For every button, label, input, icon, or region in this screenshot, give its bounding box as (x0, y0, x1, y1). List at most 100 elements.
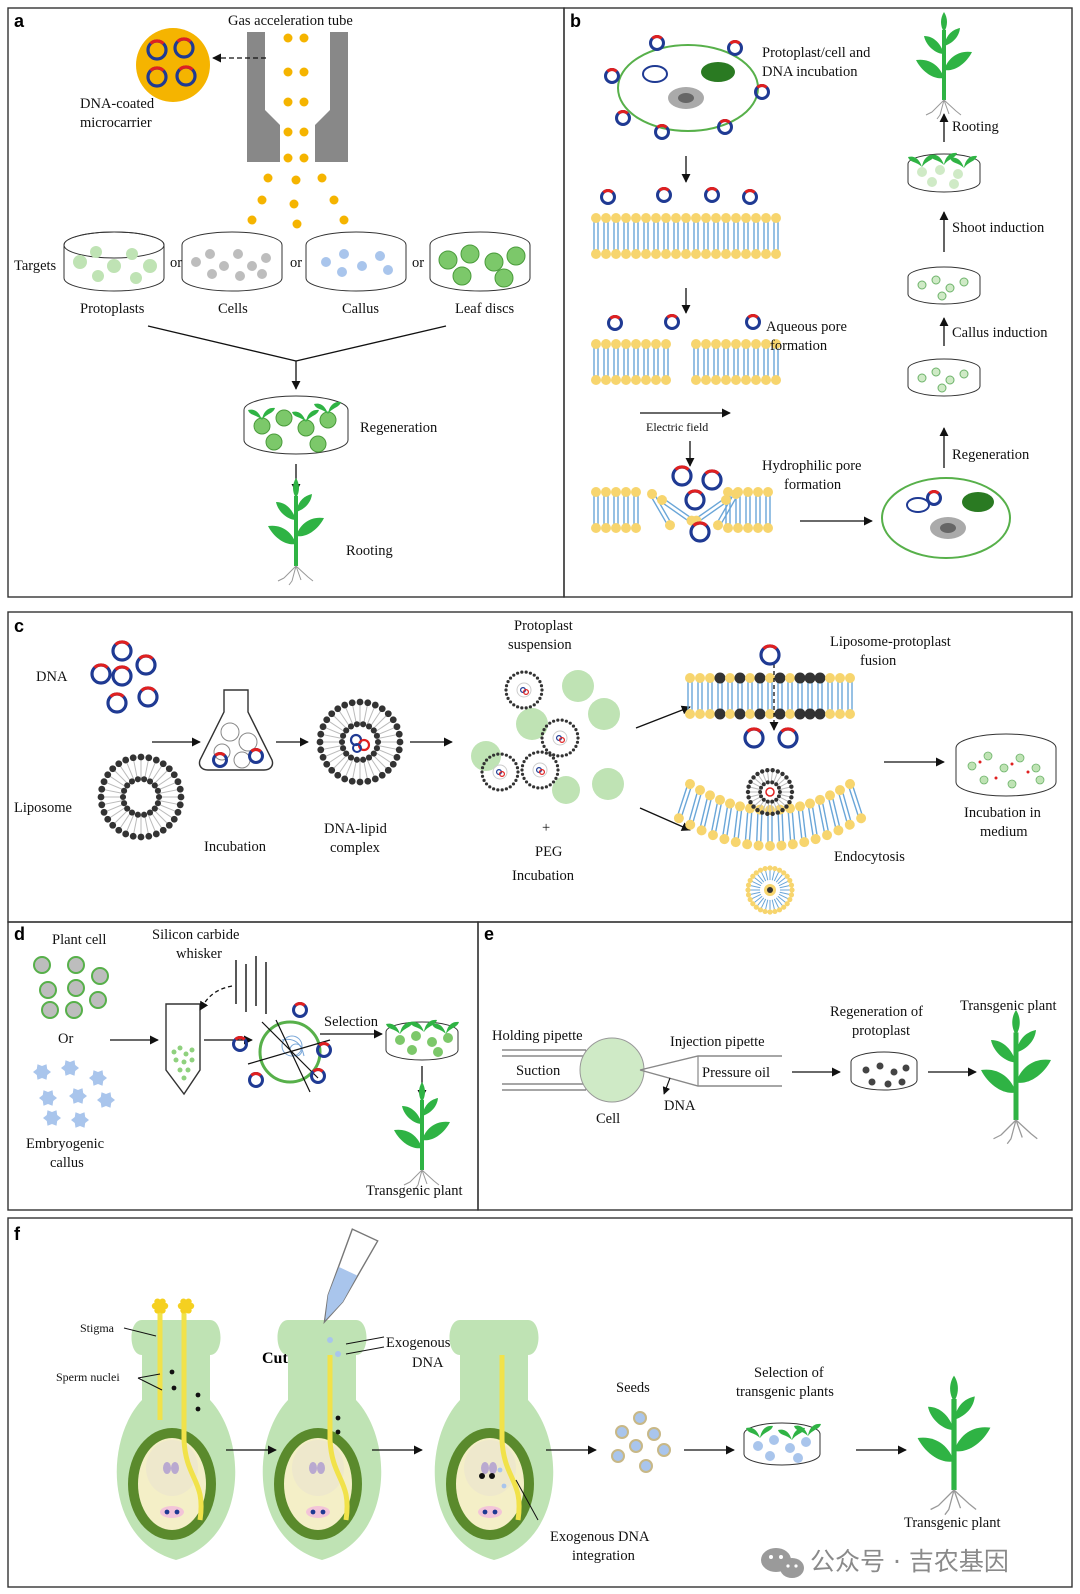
liposome-label: Liposome (14, 800, 72, 816)
plant-icon-f (918, 1376, 991, 1515)
watermark-text: 公众号 · 吉农基因 (810, 1547, 1009, 1576)
microcarrier-label-2: microcarrier (80, 115, 152, 131)
incubation2-label: Incubation (512, 868, 575, 884)
plant-icon-e (981, 1010, 1051, 1144)
sperm-nuclei-label: Sperm nuclei (56, 1370, 120, 1384)
cells-label: Cells (218, 301, 248, 317)
protoplast-suspension (480, 670, 580, 792)
panel-letter-e: e (484, 924, 494, 944)
rooting-label-a: Rooting (346, 543, 393, 559)
or-3: or (412, 255, 424, 271)
callus-label: Callus (342, 301, 379, 317)
exogenous-label-1: Exogenous (386, 1335, 451, 1351)
incubation-label-1: Protoplast/cell and (762, 45, 871, 61)
bilayer-aqueous-pore (590, 313, 782, 386)
medium-label-1: Incubation in (964, 805, 1042, 821)
or-1: or (170, 255, 182, 271)
whisker-label-2: whisker (176, 946, 222, 962)
peg-label: PEG (535, 844, 563, 860)
or-label-d: Or (58, 1031, 73, 1047)
incubation-label-c: Incubation (204, 839, 267, 855)
regen-label-2: protoplast (852, 1023, 910, 1039)
dish-medium (955, 733, 1057, 797)
protoplasts-label: Protoplasts (80, 301, 145, 317)
integration-label-2: integration (572, 1548, 636, 1564)
watermark: 公众号 · 吉农基因 (761, 1547, 1009, 1578)
panel-e: e Holding pipette Suction Cell Injection… (484, 924, 1057, 1144)
panel-b: b Protoplast/cell and DNA incubation Aqu… (570, 10, 1048, 559)
seeds-label: Seeds (616, 1380, 650, 1396)
leaf-discs-label: Leaf discs (455, 301, 515, 317)
panel-a: a Gas acceleration tube DNA-coated micro… (14, 11, 531, 587)
aqueous-label-2: formation (770, 338, 828, 354)
suspension-label-2: suspension (508, 637, 572, 653)
dish-regen-e (850, 1051, 918, 1091)
gas-tube-label: Gas acceleration tube (228, 13, 353, 29)
panel-letter-a: a (14, 11, 25, 31)
dish-rooting-b (907, 152, 981, 193)
aqueous-label-1: Aqueous pore (766, 319, 847, 335)
regeneration-label-b: Regeneration (952, 447, 1030, 463)
panel-d: d Plant cell Or Embryogenic callus Silic… (14, 924, 463, 1199)
endocytosis-bilayer (671, 767, 869, 915)
or-2: or (290, 255, 302, 271)
suction-label: Suction (516, 1063, 561, 1079)
panel-letter-c: c (14, 616, 24, 636)
dna-label-e: DNA (664, 1098, 696, 1114)
whisker-label-1: Silicon carbide (152, 927, 239, 943)
panel-letter-f: f (14, 1224, 21, 1244)
incubation-label-2: DNA incubation (762, 64, 858, 80)
pressure-oil-label: Pressure oil (702, 1065, 770, 1081)
transgenic-label-f: Transgenic plant (904, 1515, 1001, 1531)
plant-icon-b (914, 10, 974, 121)
electric-field-label: Electric field (646, 420, 708, 434)
dish-selection-d (385, 1019, 459, 1061)
callus-induction-label: Callus induction (952, 325, 1048, 341)
dish-leaf-discs (429, 231, 531, 292)
dish-selection-f (743, 1422, 821, 1466)
cut-label: Cut (262, 1350, 288, 1367)
injection-pipette-label: Injection pipette (670, 1034, 765, 1050)
dish-cells (181, 231, 283, 292)
fusion-label-2: fusion (860, 653, 897, 669)
selection-label-d: Selection (324, 1014, 379, 1030)
regeneration-label-a: Regeneration (360, 420, 438, 436)
complex-label-1: DNA-lipid (324, 821, 388, 837)
dna-lipid-complex-icon (316, 698, 404, 786)
panel-letter-b: b (570, 11, 581, 31)
dish-callus (305, 231, 407, 292)
endocytosis-label: Endocytosis (834, 849, 905, 865)
stigma-label: Stigma (80, 1321, 115, 1335)
embryo-label-2: callus (50, 1155, 84, 1171)
shoot-induction-label: Shoot induction (952, 220, 1045, 236)
panel-f: f Stigma Sperm nuclei Cut Exogenous DNA … (14, 1224, 1001, 1564)
regen-label-1: Regeneration of (830, 1004, 923, 1020)
plant-cell-label: Plant cell (52, 932, 106, 948)
plus-label: + (542, 820, 550, 836)
complex-label-2: complex (330, 840, 381, 856)
embryogenic-callus-icons (33, 1060, 115, 1128)
fusion-bilayer (684, 644, 856, 749)
selection-label-f-1: Selection of (754, 1365, 824, 1381)
embryo-label-1: Embryogenic (26, 1136, 104, 1152)
dish-regeneration (243, 395, 349, 455)
transgenic-label-e: Transgenic plant (960, 998, 1057, 1014)
suspension-label-1: Protoplast (514, 618, 573, 634)
dish-callus-b (907, 358, 981, 397)
panel-c: c DNA Liposome Incubation DNA-lipid comp… (14, 616, 1057, 915)
bilayer-intact (590, 186, 782, 260)
cell-label-e: Cell (596, 1111, 620, 1127)
bilayer-hydrophilic-pore (590, 465, 774, 543)
transgenic-label-d: Transgenic plant (366, 1183, 463, 1199)
liposome-icon (97, 753, 185, 841)
fusion-label-1: Liposome-protoplast (830, 634, 951, 650)
exogenous-label-2: DNA (412, 1355, 444, 1371)
rooting-label-b: Rooting (952, 119, 999, 135)
hydrophilic-label-2: formation (784, 477, 842, 493)
dish-protoplasts (63, 231, 165, 292)
integration-label-1: Exogenous DNA (550, 1529, 650, 1545)
plant-icon-a (266, 476, 326, 587)
holding-pipette-label: Holding pipette (492, 1028, 583, 1044)
dish-shoot-b (907, 266, 981, 305)
